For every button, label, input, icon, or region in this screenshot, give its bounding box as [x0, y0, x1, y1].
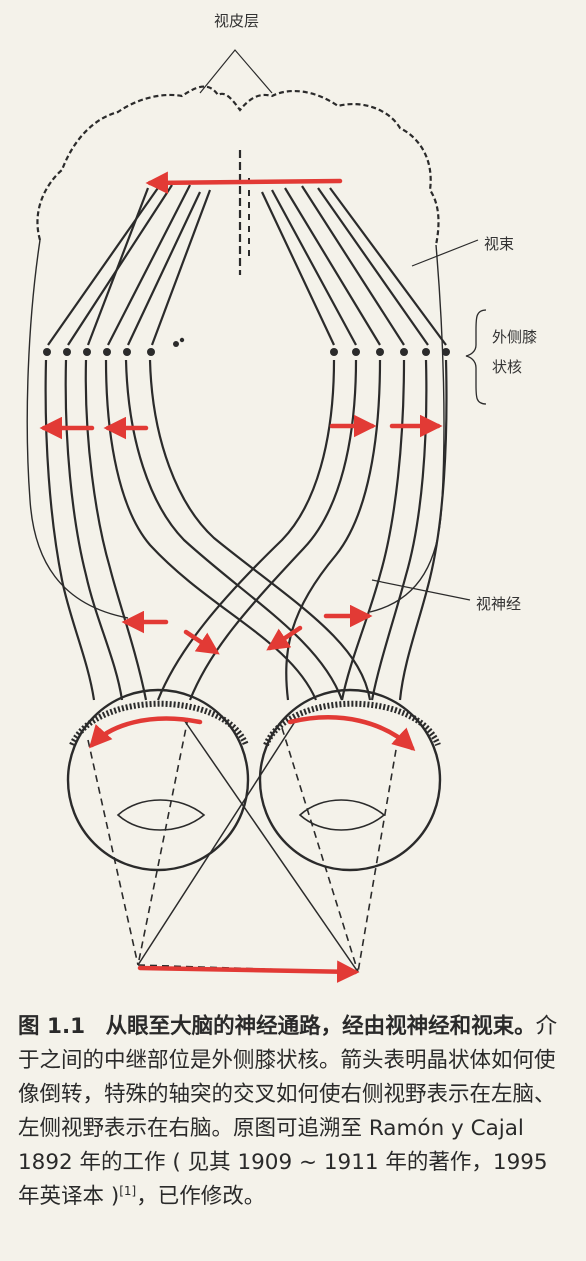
object-arrow	[137, 960, 360, 983]
right-retina-arrow	[287, 715, 416, 752]
caption-number: 图 1.1	[18, 1014, 86, 1039]
head-outline	[26, 239, 129, 619]
visual-pathway-diagram	[26, 49, 487, 983]
caption-bold: 从眼至大脑的神经通路，经由视神经和视束。	[105, 1014, 536, 1039]
pointer-optic-nerve	[371, 579, 471, 601]
left-radiation-fibers	[47, 184, 212, 346]
pointer-radiation	[411, 239, 479, 267]
nerve-arrow-left-2	[183, 629, 220, 655]
left-eye	[66, 688, 250, 872]
label-lgn-line2: 状核	[492, 358, 523, 376]
lgn-brace	[465, 309, 487, 405]
right-radiation-fibers	[261, 185, 447, 346]
caption-body: 介于之间的中继部位是外侧膝状核。箭头表明晶状体如何使像倒转，特殊的轴突的交叉如何…	[18, 1014, 558, 1209]
light-rays	[87, 717, 399, 973]
left-retina-arrow	[88, 716, 203, 749]
label-visual-cortex: 视皮层	[214, 12, 260, 30]
nerve-arrow-mid	[266, 625, 303, 651]
cortex-arrow	[145, 171, 343, 195]
lgn-synapses	[43, 337, 450, 356]
cross-rays	[137, 719, 359, 973]
caption-tail: ，已作修改。	[136, 1184, 266, 1209]
right-eye	[258, 688, 442, 872]
cortex-outline	[36, 85, 440, 246]
label-optic-radiation: 视束	[484, 235, 515, 253]
label-optic-nerve: 视神经	[476, 595, 522, 613]
pointer-cortex	[199, 49, 273, 94]
figure-caption: 图 1.1 从眼至大脑的神经通路，经由视神经和视束。介于之间的中继部位是外侧膝状…	[18, 1010, 566, 1214]
caption-ref: [1]	[119, 1183, 137, 1198]
right-tract-fibers	[156, 359, 448, 701]
label-lgn-line1: 外侧膝	[492, 328, 538, 346]
red-arrows	[39, 171, 443, 983]
